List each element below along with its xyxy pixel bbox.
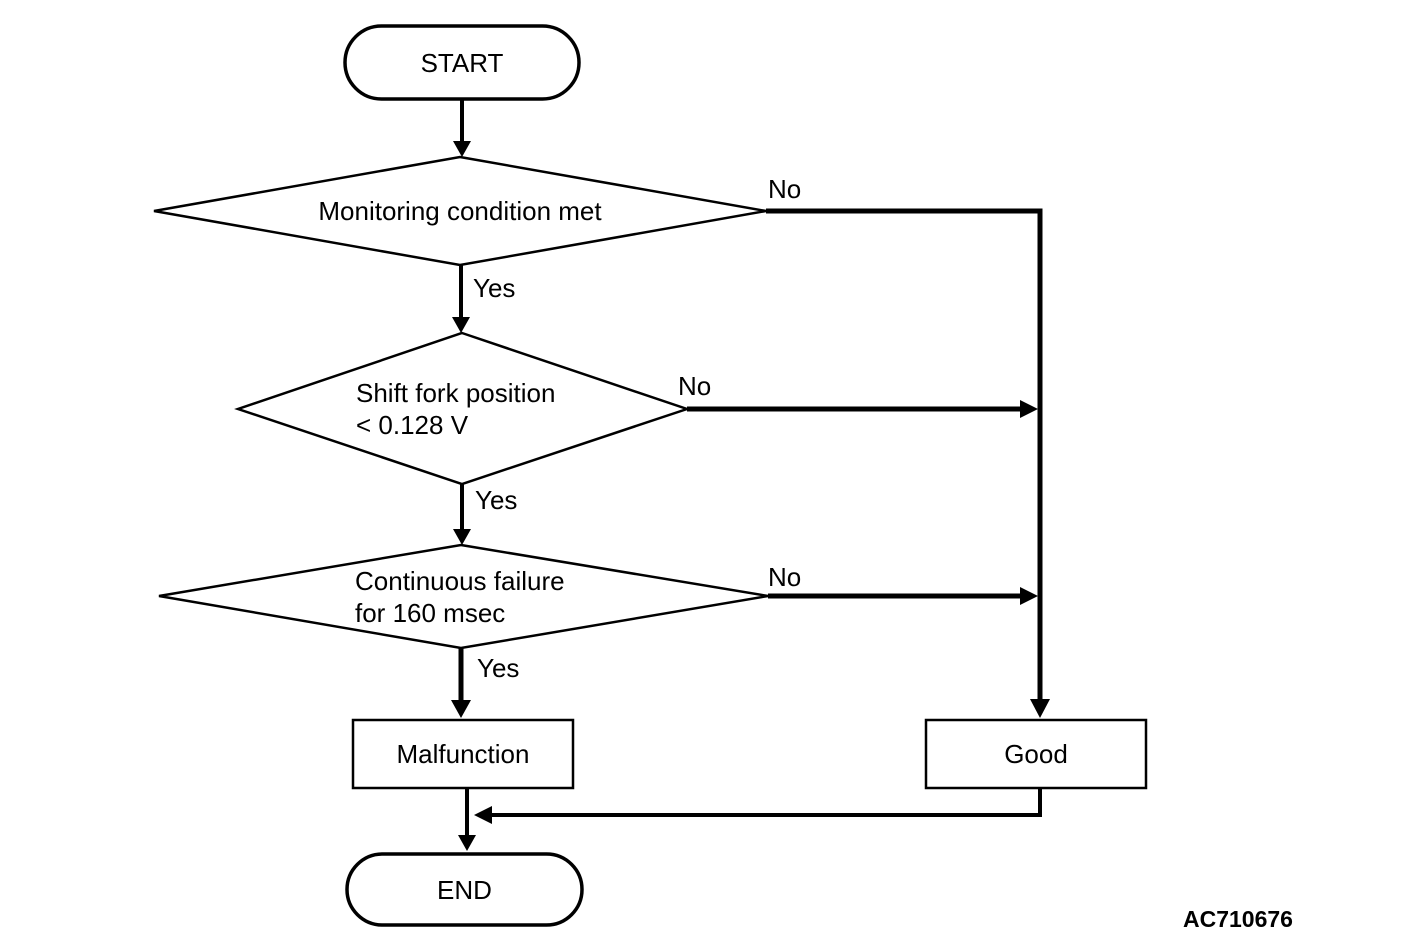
edge-good-to-end xyxy=(474,788,1042,824)
edge-continuous-failure-yes xyxy=(451,648,471,718)
decision-continuous-failure-label-line1: Continuous failure xyxy=(355,565,565,596)
start-node-label: START xyxy=(420,47,504,78)
end-node-label: END xyxy=(437,874,492,905)
edge-label-shift-fork-yes: Yes xyxy=(475,485,518,515)
edge-label-continuous-failure-yes: Yes xyxy=(477,653,520,683)
edge-start-to-monitoring xyxy=(453,99,471,157)
malfunction-node-label: Malfunction xyxy=(396,739,530,769)
decision-shift-fork-label-line2: < 0.128 V xyxy=(356,409,469,440)
malfunction-node-shape xyxy=(351,718,575,790)
decision-continuous-failure-label-line2: for 160 msec xyxy=(355,597,506,628)
edge-label-continuous-failure-no: No xyxy=(768,562,802,592)
edge-continuous-failure-no xyxy=(768,587,1038,605)
decision-continuous-failure-shape xyxy=(158,543,769,650)
good-node-shape xyxy=(924,718,1148,790)
decision-shift-fork-label-line1: Shift fork position xyxy=(356,377,556,408)
decision-shift-fork-label: Shift fork position < 0.128 V xyxy=(356,333,686,484)
edge-monitoring-no xyxy=(766,208,1050,718)
decision-monitoring-label: Monitoring condition met xyxy=(318,196,602,226)
start-node-shape xyxy=(343,24,581,101)
figure-code: AC710676 xyxy=(1183,906,1293,932)
decision-continuous-failure-label: Continuous failure for 160 msec xyxy=(355,545,685,648)
decision-monitoring-shape xyxy=(153,155,767,267)
edge-malfunction-to-end xyxy=(458,788,476,851)
edge-shift-fork-yes xyxy=(453,484,471,545)
edge-label-monitoring-yes: Yes xyxy=(473,273,516,303)
end-node-shape xyxy=(345,852,584,927)
edge-label-monitoring-no: No xyxy=(768,174,802,204)
edge-shift-fork-no xyxy=(687,400,1038,418)
edge-monitoring-yes xyxy=(452,265,470,333)
decision-shift-fork-shape xyxy=(234,331,691,486)
edge-label-shift-fork-no: No xyxy=(678,371,712,401)
good-node-label: Good xyxy=(1004,739,1068,769)
